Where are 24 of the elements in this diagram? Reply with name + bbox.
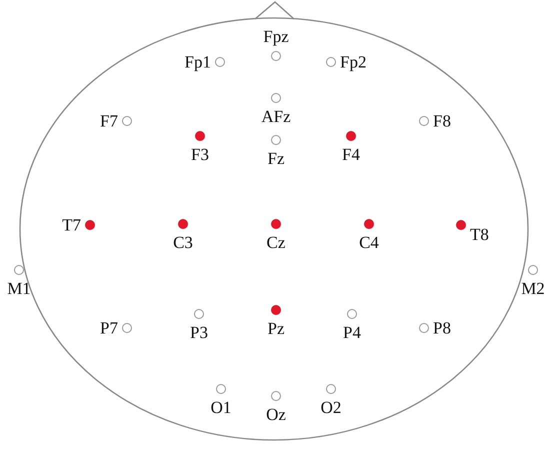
- electrode-label: Pz: [268, 320, 284, 337]
- electrode-label: Cz: [266, 234, 286, 251]
- electrode-label: Fz: [268, 150, 284, 167]
- electrode-label: P4: [343, 324, 361, 341]
- electrode-label: Fpz: [263, 28, 289, 45]
- electrode-label: P3: [190, 324, 208, 341]
- electrode-label: C3: [173, 234, 193, 251]
- electrode-label: M2: [521, 280, 545, 297]
- electrode-label: F7: [100, 112, 118, 130]
- electrode-label: T8: [470, 226, 489, 243]
- electrode-label: Fp2: [340, 54, 366, 70]
- electrode-label: F3: [191, 146, 209, 163]
- electrode-label: T7: [62, 216, 81, 234]
- electrode-label: C4: [359, 234, 379, 251]
- electrode-label: M1: [7, 280, 31, 297]
- electrode-label: Oz: [266, 406, 286, 423]
- electrode-label: P8: [433, 320, 451, 336]
- electrode-label: O1: [210, 399, 232, 416]
- electrode-label: F4: [342, 146, 360, 163]
- electrode-label: F8: [433, 112, 451, 130]
- electrode-label: P7: [100, 320, 118, 336]
- electrode-label: Fp1: [184, 54, 211, 70]
- electrode-label: O2: [320, 399, 342, 416]
- electrode-label: AFz: [261, 108, 291, 125]
